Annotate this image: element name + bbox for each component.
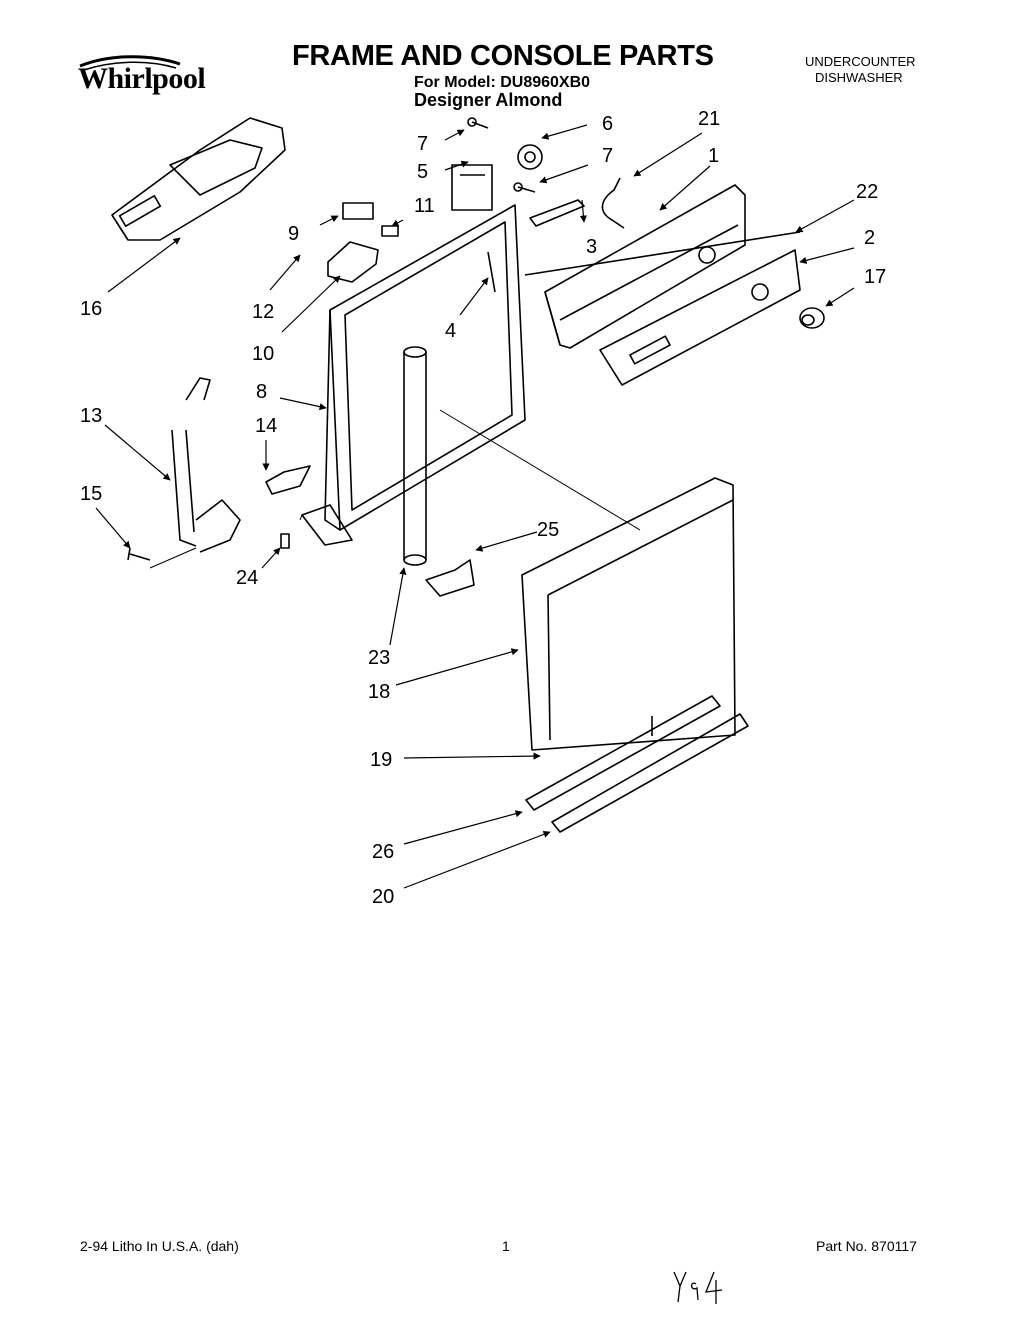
callout-2: 2 (864, 227, 875, 249)
callout-23: 23 (368, 647, 390, 669)
part-25-hinge-clip (425, 559, 475, 597)
appliance-type-line1: UNDERCOUNTER (805, 54, 916, 69)
callout-11: 11 (414, 195, 435, 217)
callout-14: 14 (255, 415, 277, 437)
handwritten-mark (673, 1271, 723, 1304)
callout-15: 15 (80, 483, 102, 505)
part-20-trim (551, 713, 749, 833)
part-10-12-latch-base (327, 241, 379, 283)
part-9-latch (342, 202, 374, 220)
callout-4: 4 (445, 320, 456, 342)
color-line: Designer Almond (414, 90, 563, 110)
callout-16: 16 (80, 298, 102, 320)
callout-20: 20 (372, 886, 394, 908)
page-number: 1 (502, 1238, 510, 1254)
callout-17: 17 (864, 266, 886, 288)
part-23-gasket (403, 346, 427, 566)
part-22-strip (524, 231, 801, 276)
part-7-screws (467, 117, 536, 193)
part-13-wire-harness (171, 377, 241, 553)
appliance-type-line2: DISHWASHER (815, 70, 903, 85)
model-line: For Model: DU8960XB0 (414, 74, 591, 91)
callout-8: 8 (256, 381, 267, 403)
part-14-plug (265, 465, 311, 495)
callout-13: 13 (80, 405, 102, 427)
callout-5: 5 (417, 161, 428, 183)
part-2-control-panel (599, 249, 801, 386)
page-title: FRAME AND CONSOLE PARTS (292, 40, 714, 72)
callout-19: 19 (370, 749, 392, 771)
callout-7a: 7 (417, 133, 428, 155)
callout-12: 12 (252, 301, 274, 323)
callout-10: 10 (252, 343, 274, 365)
whirlpool-logo (79, 55, 181, 71)
part-15-screw (127, 547, 151, 561)
part-1-console (544, 184, 746, 349)
callout-6: 6 (602, 113, 613, 135)
part-18-door-panel (521, 477, 736, 751)
callout-1: 1 (708, 145, 719, 167)
print-info: 2-94 Litho In U.S.A. (dah) (80, 1238, 239, 1254)
part-number: Part No. 870117 (816, 1238, 917, 1254)
part-16-vent-housing (111, 117, 286, 241)
exploded-parts-diagram: 1 2 3 4 5 6 7 7 8 9 10 11 12 13 14 15 16… (80, 108, 886, 908)
part-24-clip (280, 533, 290, 549)
callout-18: 18 (368, 681, 390, 703)
part-11-clip (381, 225, 399, 237)
part-17-knob (799, 307, 825, 329)
part-5-switch (451, 164, 493, 211)
callout-3: 3 (586, 236, 597, 258)
part-3-bracket (529, 199, 585, 227)
callout-22: 22 (856, 181, 878, 203)
callout-21: 21 (698, 108, 720, 130)
callout-25: 25 (537, 519, 559, 541)
brand-name: Whirlpool (78, 62, 206, 95)
part-21-harness (601, 177, 625, 229)
callout-26: 26 (372, 841, 394, 863)
part-26-trim (525, 695, 721, 811)
callout-7b: 7 (602, 145, 613, 167)
callout-9: 9 (288, 223, 299, 245)
callout-24: 24 (236, 567, 258, 589)
leader-lines (95, 124, 855, 889)
part-8-door-frame (301, 204, 526, 546)
part-6-dial (517, 144, 543, 170)
